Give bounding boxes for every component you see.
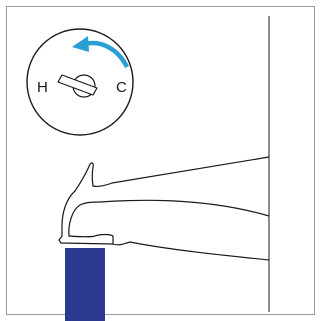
spout-middle-edge xyxy=(99,199,270,217)
dial-handle xyxy=(57,74,98,96)
diverter-lever xyxy=(74,162,94,192)
curved-arrow-left-icon xyxy=(72,36,130,69)
spout-bottom-edge xyxy=(112,241,270,261)
spout-inner-curve xyxy=(68,201,101,237)
dial-ring xyxy=(26,28,134,136)
temperature-dial: H C xyxy=(26,28,134,136)
image-frame xyxy=(6,6,315,315)
water-stream xyxy=(65,248,105,321)
spout-outlet xyxy=(68,233,114,245)
spout-lip xyxy=(58,235,114,245)
tub-spout xyxy=(58,156,270,261)
spout-front-edge xyxy=(61,190,76,237)
spout-top-edge xyxy=(92,156,270,187)
cold-label: C xyxy=(116,79,127,96)
hot-label: H xyxy=(37,79,48,96)
